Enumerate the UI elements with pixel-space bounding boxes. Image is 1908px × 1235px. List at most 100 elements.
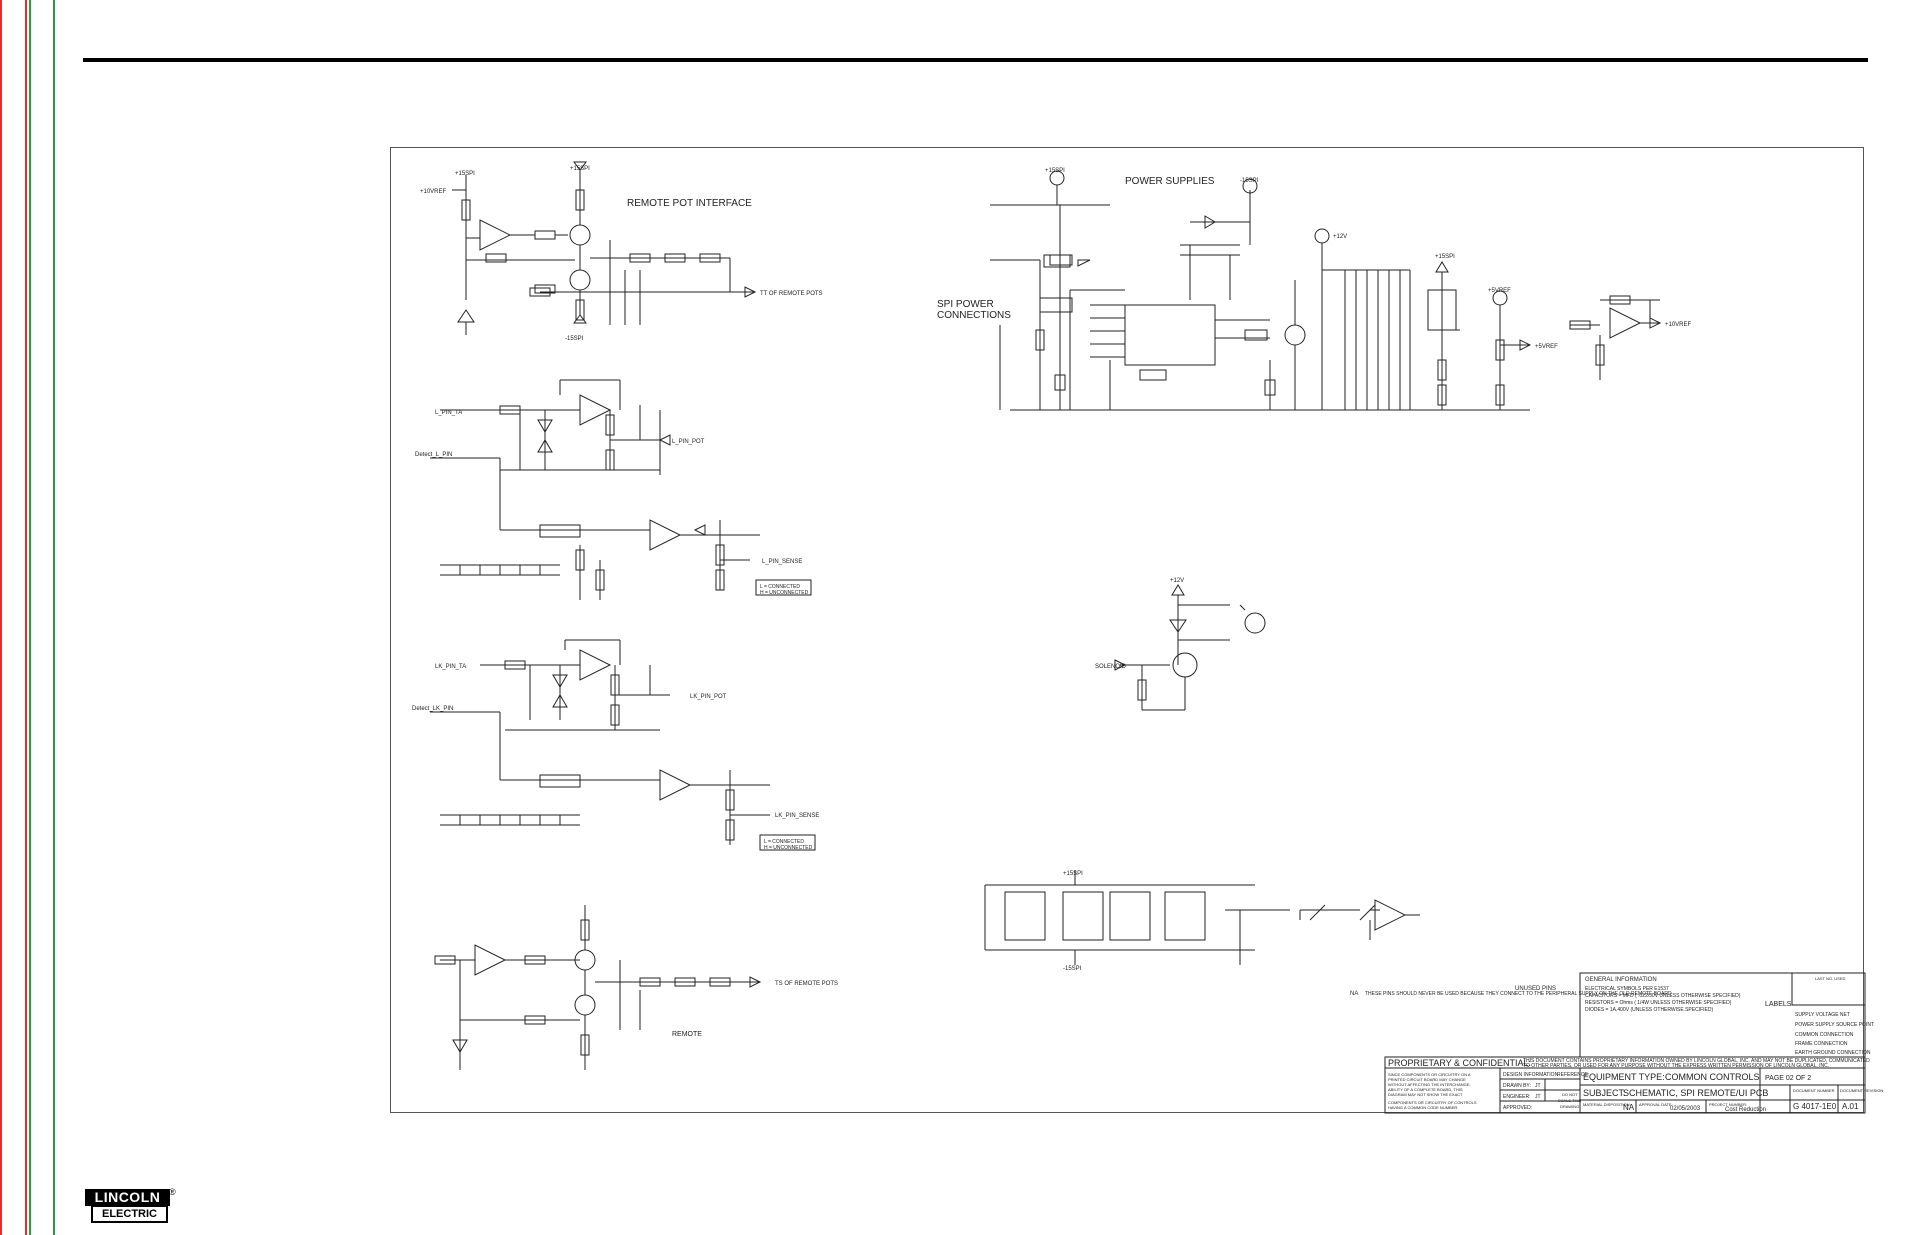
header-rule (83, 58, 1868, 62)
schematic-frame (390, 147, 1864, 1113)
equipment-type-label: EQUIPMENT TYPE: (1583, 1072, 1665, 1082)
document-revision: A.01 (1842, 1102, 1859, 1111)
document-revision-label: DOCUMENT REVISION (1840, 1088, 1883, 1093)
approval-date-val: 02/05/2003 (1670, 1106, 1701, 1112)
section-spi-power-2: CONNECTIONS (937, 310, 1011, 321)
solenoid-circuit (1114, 584, 1266, 711)
net-15spi-top: +15SPI (455, 171, 475, 177)
net-15spi-pot: +15SPI (570, 166, 590, 172)
net-15spi-bank: +15SPI (1063, 871, 1083, 877)
net-12v: +12V (1333, 234, 1347, 240)
since-note-2: PRINTED CIRCUIT BOARD MAY CHANGE (1388, 1077, 1466, 1082)
approved: APPROVED: (1503, 1105, 1532, 1111)
do-not-scale-1: DO NOT (1562, 1092, 1578, 1097)
power-supplies-circuit (990, 170, 1420, 411)
do-not-scale-3: DRAWING (1560, 1104, 1579, 1109)
proprietary-title: PROPRIETARY & CONFIDENTIAL: (1388, 1058, 1531, 1068)
title-block-frame (1384, 972, 1866, 1114)
since-note-6: COMPONENTS OR CIRCUITRY OF CONTROLS (1388, 1100, 1477, 1105)
left-edge-green-inner (53, 0, 55, 1235)
label-supply-voltage: SUPPLY VOLTAGE NET (1795, 1012, 1850, 1018)
net-5vref: +5VREF (1488, 288, 1511, 294)
subject: SCHEMATIC, SPI REMOTE/UI PCB (1623, 1088, 1768, 1098)
section-remote-pot: REMOTE POT INTERFACE (627, 198, 752, 209)
lk-pin-circuit (430, 639, 816, 851)
approval-date: APPROVAL DATE: (1639, 1102, 1673, 1107)
legend-lk-unconnected: H = UNCONNECTED (764, 845, 813, 851)
general-info-line1: ELECTRICAL SYMBOLS PER E1537 (1585, 986, 1669, 992)
reference: REFERENCE: (1557, 1072, 1589, 1078)
logo-top: LINCOLN (85, 1189, 170, 1206)
net-15spi-ref: +15SPI (1435, 254, 1455, 260)
general-info-line4: DIODES = 1A,400V (UNLESS OTHERWISE SPECI… (1585, 1007, 1713, 1013)
label-power-supply: POWER SUPPLY SOURCE POINT (1795, 1022, 1874, 1028)
legend-l-unconnected: H = UNCONNECTED (760, 590, 809, 596)
logo-registered: ® (169, 1187, 176, 1197)
legend-lk-connected: L = CONNECTED (764, 839, 804, 845)
remote-pot-interface-circuit (452, 161, 757, 335)
label-frame: FRAME CONNECTION (1795, 1041, 1848, 1047)
label-common: COMMON CONNECTION (1795, 1032, 1854, 1038)
section-remote: REMOTE (672, 1031, 702, 1038)
since-note-5: DIAGRAM MAY NOT SHOW THE EXACT (1388, 1092, 1463, 1097)
net-15spi-bank-neg: -15SPI (1063, 966, 1082, 972)
do-not-scale-2: SCALE THIS (1558, 1098, 1582, 1103)
material-disp-val: NA (1623, 1103, 1635, 1112)
project-number-val: Cost Reduction (1725, 1107, 1766, 1113)
left-edge-red-inner (25, 0, 27, 1235)
net-l-pin: L_PIN_TA (435, 410, 462, 416)
net-l-pin-sense: L_PIN_SENSE (762, 559, 802, 565)
logo-bottom: ELECTRIC (91, 1205, 168, 1223)
project-number: PROJECT NUMBER: (1709, 1102, 1747, 1107)
bottom-remote-circuit (434, 905, 762, 1070)
engineer: ENGINEER: (1503, 1094, 1531, 1100)
net-12v-sol: +12V (1170, 578, 1184, 584)
left-edge-green (29, 0, 31, 1235)
net-detect-lk: Detect_LK_PIN (412, 706, 453, 712)
material-disp: MATERIAL DISPOSITION: (1583, 1102, 1631, 1107)
since-note-3: WITHOUT AFFECTING THE INTERCHANGE- (1388, 1082, 1471, 1087)
opamp-power-bank (984, 870, 1420, 965)
lincoln-electric-logo: LINCOLN ELECTRIC ® (85, 1187, 176, 1223)
net-to-remote-pots-1: TT OF REMOTE POTS (760, 291, 823, 297)
drawn-by-val: JT (1535, 1083, 1541, 1089)
net-solenoid: SOLENOID (1095, 664, 1127, 670)
general-info-line3: RESISTORS = Ohms ( 1/4W UNLESS OTHERWISE… (1585, 1000, 1732, 1006)
net-10vref: +10VREF (420, 189, 447, 195)
section-power-supplies: POWER SUPPLIES (1125, 176, 1215, 187)
note-unused-pins: UNUSED PINS (1515, 986, 1556, 992)
proprietary-text-1: THIS DOCUMENT CONTAINS PROPRIETARY INFOR… (1523, 1058, 1870, 1064)
last-no-used: LAST NO. USED (1815, 976, 1845, 981)
l-pin-circuit (430, 379, 812, 600)
since-note-7: HAVING A COMMON CODE NUMBER. (1388, 1105, 1458, 1110)
net-15spi-ps: +15SPI (1045, 168, 1065, 174)
general-info-line2: CAPACITORS = MFD ( .022/50V UNLESS OTHER… (1585, 993, 1741, 999)
general-info-title: GENERAL INFORMATION (1585, 977, 1657, 983)
net-5vref-out: +5VREF (1535, 344, 1558, 350)
left-edge-red (0, 0, 2, 1235)
page-number: PAGE 02 OF 2 (1765, 1075, 1811, 1082)
net-lk-pin: LK_PIN_TA (435, 664, 466, 670)
document-number-label: DOCUMENT NUMBER (1793, 1088, 1835, 1093)
net-to-remote-pots-2: TS OF REMOTE POTS (775, 981, 838, 987)
label-earth: EARTH GROUND CONNECTION (1795, 1050, 1871, 1056)
net-lk-pin-sense: LK_PIN_SENSE (775, 813, 819, 819)
net-15spi-ps-2: -15SPI (1240, 178, 1259, 184)
engineer-val: JT (1535, 1094, 1541, 1100)
net-lk-pin-pot: LK_PIN_POT (690, 694, 727, 700)
document-number: G 4017-1E0 (1793, 1102, 1837, 1111)
five-vref-circuit (1420, 261, 1662, 411)
design-info: DESIGN INFORMATION (1503, 1072, 1559, 1078)
general-info-labels: LABELS (1765, 1001, 1792, 1008)
proprietary-text-2: TO OTHER PARTIES, OR USED FOR ANY PURPOS… (1523, 1063, 1829, 1069)
note-na-text: THESE PINS SHOULD NEVER BE USED BECAUSE … (1365, 991, 1672, 997)
net-10vref-out: +10VREF (1665, 322, 1692, 328)
section-spi-power-1: SPI POWER (937, 299, 994, 310)
drawn-by: DRAWN BY: (1503, 1083, 1531, 1089)
subject-label: SUBJECT: (1583, 1088, 1626, 1098)
net-l-pin-pot: L_PIN_POT (672, 439, 705, 445)
net-detect-l: Detect_L_PIN (415, 452, 452, 458)
legend-l-connected: L = CONNECTED (760, 584, 800, 590)
note-na: NA (1350, 991, 1358, 997)
